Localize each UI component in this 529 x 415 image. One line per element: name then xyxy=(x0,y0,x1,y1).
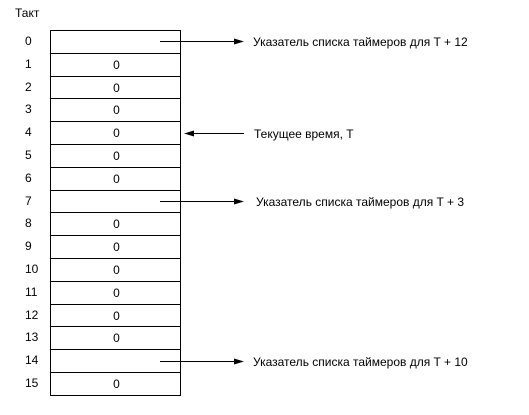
slot-value: 0 xyxy=(113,285,120,300)
slot-value: 0 xyxy=(113,126,120,141)
slot-value: 0 xyxy=(113,103,120,118)
slot-index-label: 2 xyxy=(25,79,32,94)
slot-index-label: 6 xyxy=(25,170,32,185)
slot-index-label: 4 xyxy=(25,125,32,140)
slot-index-label: 3 xyxy=(25,102,32,117)
slot-index-label: 11 xyxy=(25,284,38,299)
slot-value: 0 xyxy=(113,240,120,255)
slot-value: 0 xyxy=(113,331,120,346)
slot-index-label: 13 xyxy=(25,330,39,345)
pointer-arrowhead xyxy=(234,358,244,365)
slot-value: 0 xyxy=(113,57,120,72)
slot-index-label: 12 xyxy=(25,307,39,322)
annotation-text: Указатель списка таймеров для T + 3 xyxy=(256,194,465,209)
slot-value: 0 xyxy=(113,217,120,232)
slot-value: 0 xyxy=(113,377,120,391)
slot-value: 0 xyxy=(113,149,120,163)
pointer-arrowhead xyxy=(234,198,244,205)
slot-index-label: 14 xyxy=(25,353,39,368)
slot-index-label: 15 xyxy=(25,376,39,390)
pointer-arrowhead xyxy=(234,38,244,45)
current-time-arrowhead xyxy=(184,130,194,137)
slot-index-label: 1 xyxy=(25,56,32,71)
slot-index-label: 8 xyxy=(25,216,32,231)
slot-cell: 0 xyxy=(50,372,181,396)
annotation-text: Указатель списка таймеров для T + 10 xyxy=(253,354,468,369)
slot-value: 0 xyxy=(113,263,120,277)
slot-index-label: 10 xyxy=(25,262,39,276)
slot-index-label: 5 xyxy=(25,148,32,162)
column-title: Такт xyxy=(15,6,40,20)
annotation-text: Текущее время, T xyxy=(254,126,354,141)
slot-value: 0 xyxy=(113,171,120,186)
slot-value: 0 xyxy=(113,308,120,323)
annotation-text: Указатель списка таймеров для T + 12 xyxy=(253,34,468,49)
slot-index-label: 7 xyxy=(25,193,32,208)
slot-index-label: 9 xyxy=(25,239,32,254)
slot-value: 0 xyxy=(113,80,120,95)
slot-index-label: 0 xyxy=(25,34,32,48)
